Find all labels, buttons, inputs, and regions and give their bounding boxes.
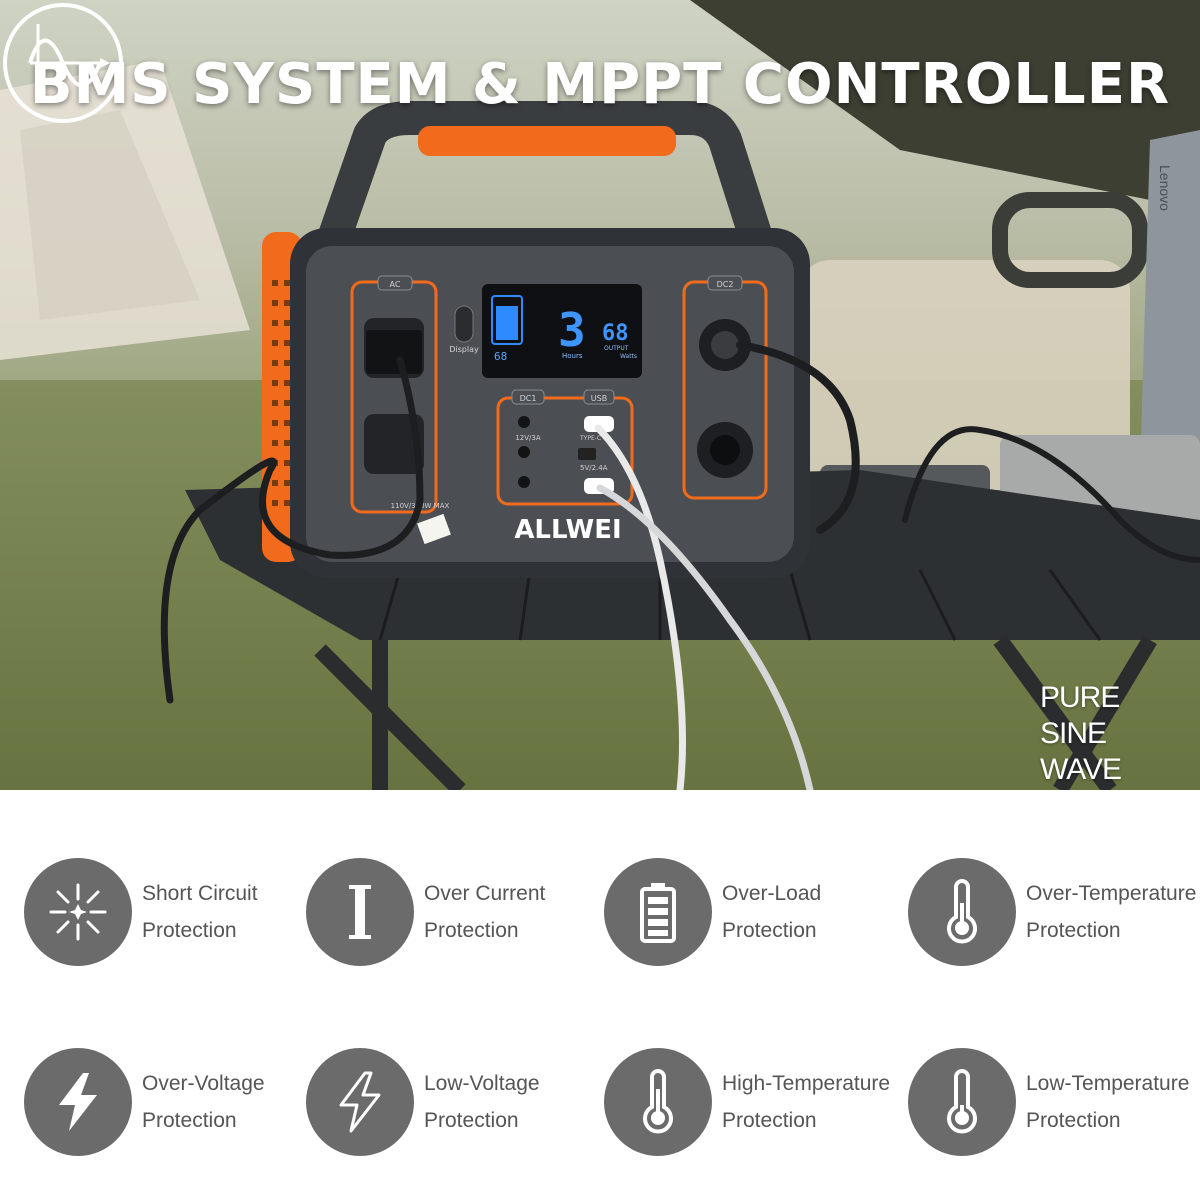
awning <box>690 0 1200 210</box>
feature-sublabel: Protection <box>142 1109 237 1132</box>
table-legs <box>314 635 1157 790</box>
feature-label: Over Current <box>424 882 546 905</box>
spark-burst-icon <box>49 883 107 941</box>
feature-label: Low-Voltage <box>424 1072 540 1095</box>
feature-sublabel: Protection <box>1026 919 1121 942</box>
display-button <box>454 305 474 343</box>
feature-over-current: Over Current Protection <box>306 858 545 966</box>
camp-chair <box>800 260 1130 490</box>
feature-sublabel: Protection <box>142 919 237 942</box>
feature-sublabel: Protection <box>722 919 817 942</box>
watts-label: Watts <box>620 353 637 360</box>
headline: BMS SYSTEM & MPPT CONTROLLER <box>29 52 1171 117</box>
feature-label: Low-Temperature <box>1026 1072 1190 1095</box>
hero-photo: Lenovo <box>0 0 1200 790</box>
thermometer-icon <box>947 879 977 944</box>
feature-over-temperature: Over-Temperature Protection <box>908 858 1196 966</box>
power-station: AC 110V/300W MAX Display 68 3 Hours 68 O… <box>262 101 810 578</box>
pure-sine-wave-label: PURE SINE WAVE <box>1040 680 1190 788</box>
hero-scene: Lenovo <box>0 0 1200 790</box>
feature-label: Over-Temperature <box>1026 882 1197 905</box>
feature-low-temperature: Low-Temperature Protection <box>908 1048 1189 1156</box>
typec-label: TYPE-C <box>579 435 601 442</box>
thermometer-icon <box>643 1069 673 1134</box>
output-value: 68 <box>602 321 629 346</box>
feature-label: Over-Voltage <box>142 1072 265 1095</box>
feature-over-voltage: Over-Voltage Protection <box>24 1048 265 1156</box>
output-label: OUTPUT <box>604 345 629 352</box>
lightning-outline-icon <box>339 1071 381 1133</box>
usb-label: USB <box>591 394 607 403</box>
laptop <box>1140 130 1200 470</box>
sine-wave-icon <box>3 3 123 123</box>
laptop-brand: Lenovo <box>1157 165 1173 211</box>
feature-high-temperature: High-Temperature Protection <box>604 1048 890 1156</box>
feature-sublabel: Protection <box>424 919 519 942</box>
feature-short-circuit: Short Circuit Protection <box>24 858 258 966</box>
display-button-label: Display <box>449 345 479 354</box>
feature-sublabel: Protection <box>1026 1109 1121 1132</box>
brand-logo: ALLWEI <box>514 515 621 545</box>
thermometer-icon <box>947 1069 977 1134</box>
dc-rating: 12V/3A <box>515 434 541 442</box>
pure-sine-line1: PURE SINE <box>1040 681 1120 750</box>
hours-label: Hours <box>562 352 583 360</box>
ac-label: AC <box>390 280 401 289</box>
dc2-label: DC2 <box>717 280 734 289</box>
lightning-icon <box>59 1073 97 1131</box>
current-bar-icon <box>349 885 371 939</box>
handle-grip <box>418 126 676 156</box>
hours-value: 3 <box>558 303 586 357</box>
usb-rating: 5V/2.4A <box>580 464 608 472</box>
battery-icon <box>640 883 676 943</box>
cables <box>160 341 1200 790</box>
feature-low-voltage: Low-Voltage Protection <box>306 1048 540 1156</box>
feature-label: High-Temperature <box>722 1072 891 1095</box>
feature-label: Over-Load <box>722 882 822 905</box>
dc1-label: DC1 <box>520 394 537 403</box>
feature-sublabel: Protection <box>424 1109 519 1132</box>
feature-label: Short Circuit <box>142 882 258 905</box>
battery-percent: 68 <box>494 350 507 363</box>
pure-sine-line2: WAVE <box>1040 753 1122 786</box>
feature-sublabel: Protection <box>722 1109 817 1132</box>
feature-over-load: Over-Load Protection <box>604 858 821 966</box>
